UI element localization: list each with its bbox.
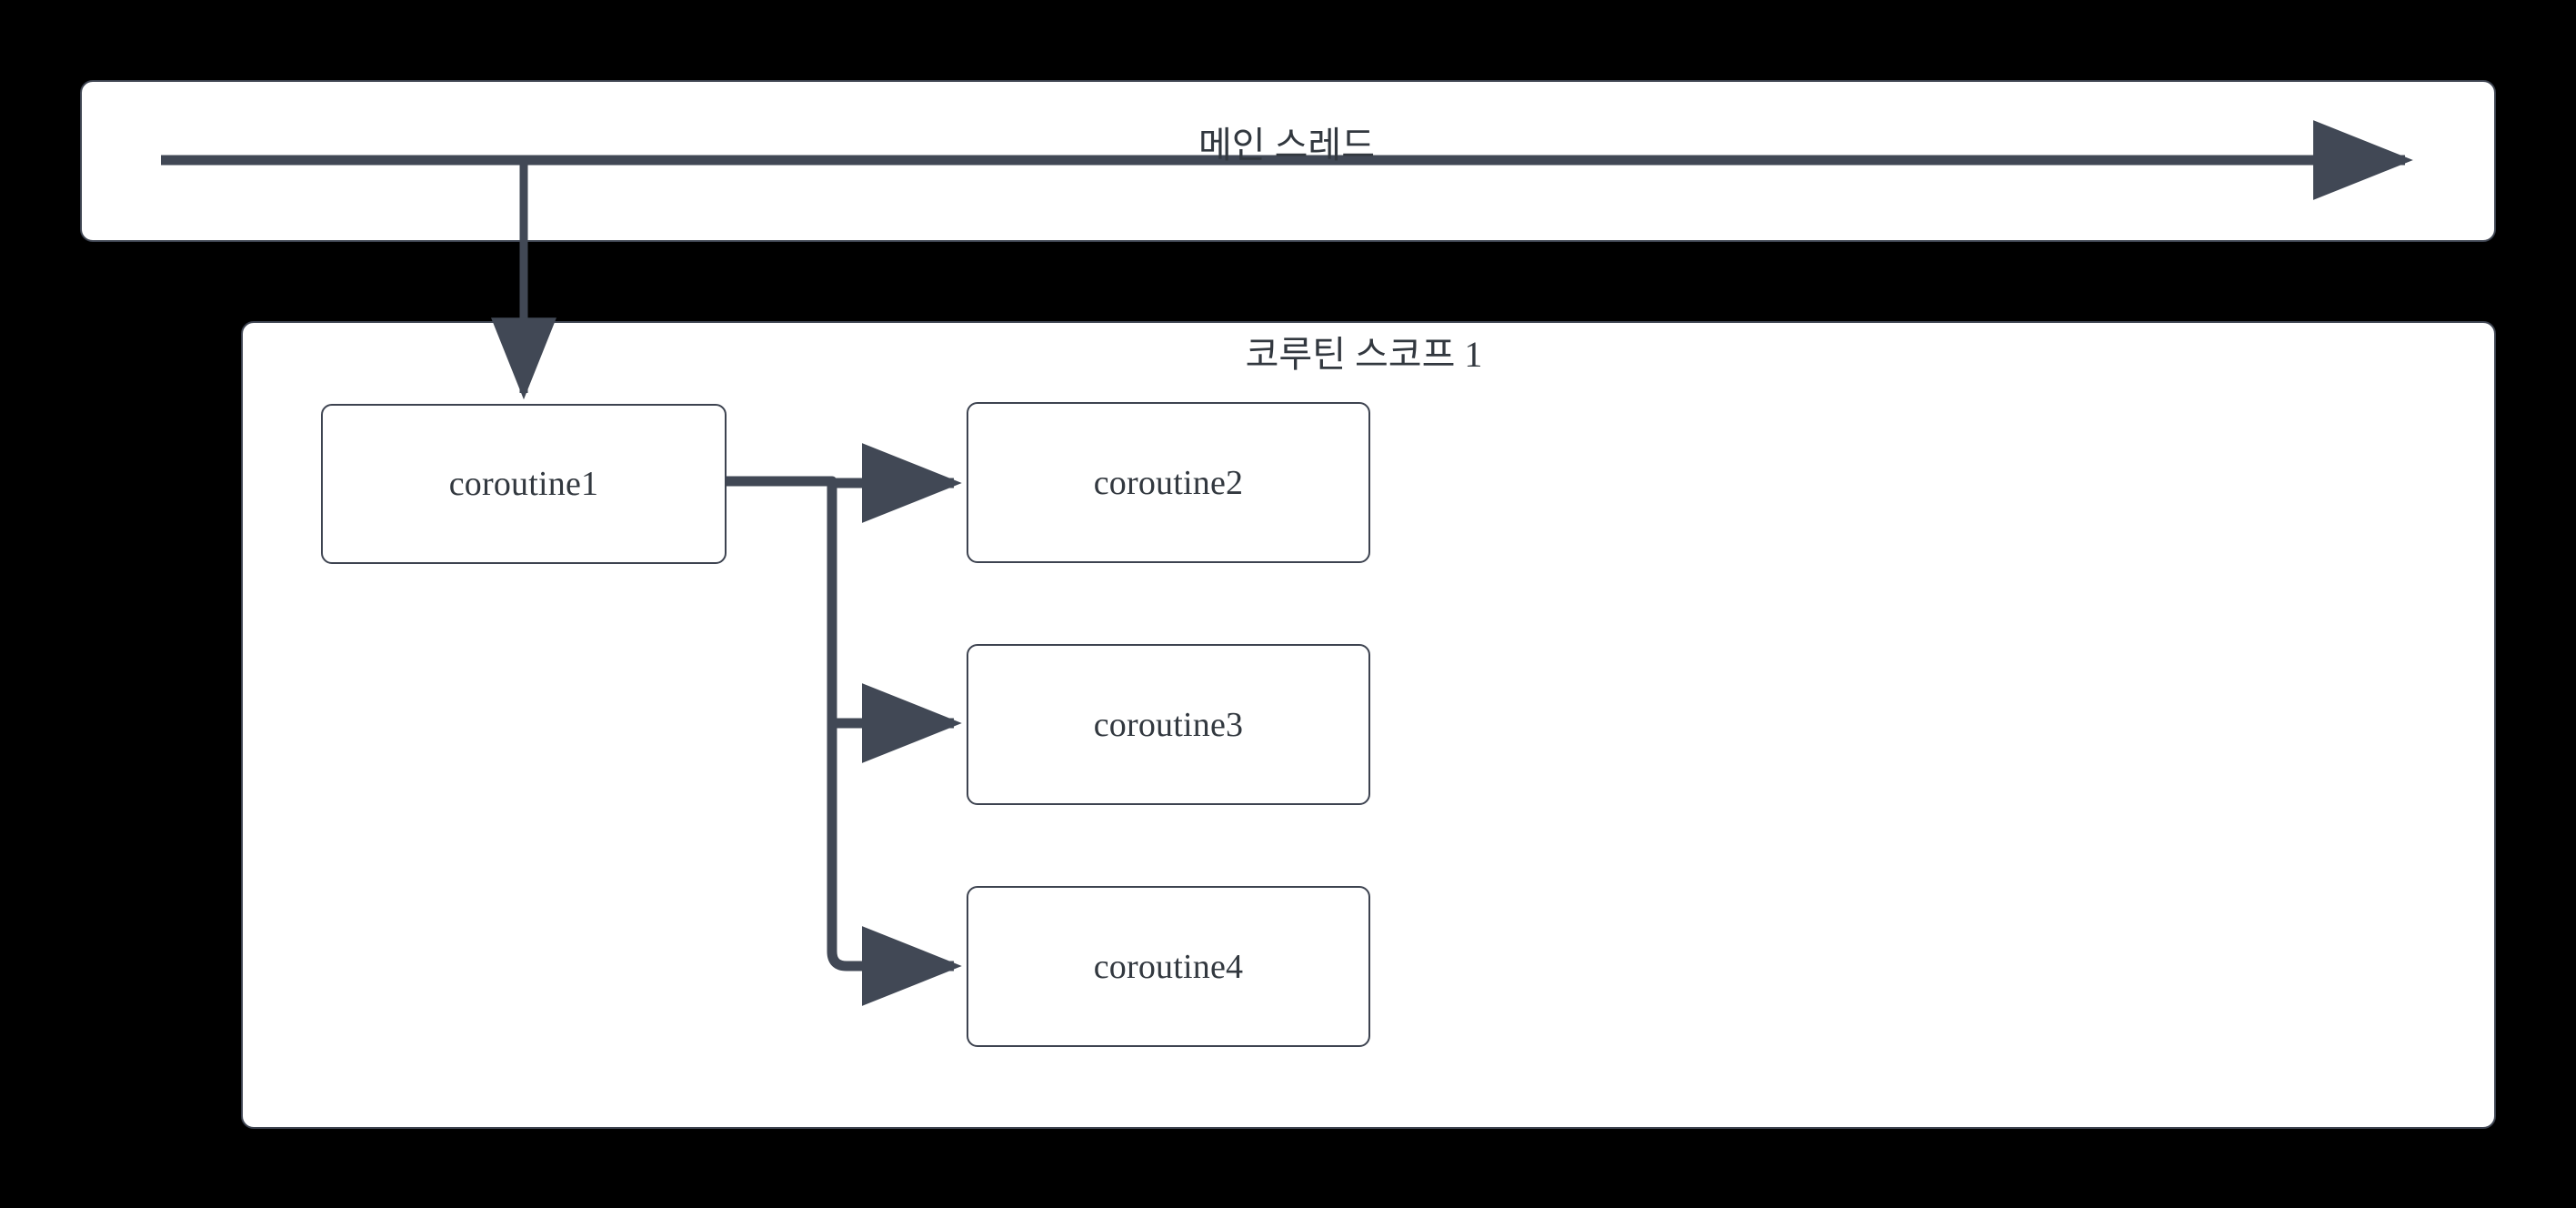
node-coroutine2[interactable]: coroutine2 [967, 402, 1370, 563]
node-coroutine1[interactable]: coroutine1 [321, 404, 727, 564]
main-thread-label: 메인 스레드 [1198, 125, 1375, 166]
node-coroutine4-label: coroutine4 [1093, 947, 1244, 986]
node-coroutine3[interactable]: coroutine3 [967, 644, 1370, 805]
node-coroutine1-label: coroutine1 [448, 465, 599, 503]
node-coroutine2-label: coroutine2 [1093, 463, 1244, 502]
node-coroutine3-label: coroutine3 [1093, 705, 1244, 744]
coroutine-scope-title: 코루틴 스코프 1 [1245, 334, 1483, 375]
node-coroutine4[interactable]: coroutine4 [967, 886, 1370, 1047]
